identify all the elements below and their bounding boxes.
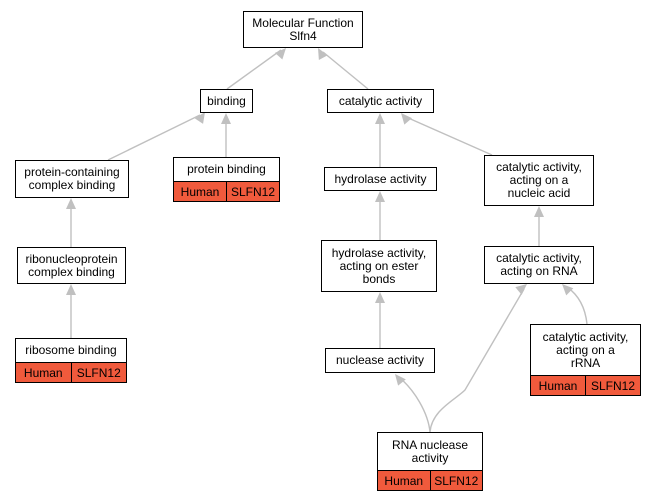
node-rna-nuclease-activity[interactable]: RNA nuclease activity Human SLFN12 bbox=[377, 432, 483, 491]
edge-ribosome-to-ribonucleo bbox=[66, 284, 76, 338]
node-label: hydrolase activity bbox=[334, 171, 427, 186]
node-label: RNA nuclease activity bbox=[391, 437, 469, 465]
node-catalytic-activity-rna[interactable]: catalytic activity, acting on RNA bbox=[484, 246, 594, 284]
edge-ribonucleo-to-protein-complex bbox=[66, 198, 76, 247]
annotation-row: Human SLFN12 bbox=[531, 375, 640, 395]
annotation-row: Human SLFN12 bbox=[378, 470, 482, 490]
arrowhead bbox=[221, 113, 231, 124]
node-label: hydrolase activity, acting on ester bond… bbox=[331, 245, 427, 286]
arrowhead bbox=[66, 284, 76, 295]
arrowhead bbox=[562, 284, 574, 296]
annotation-gene: SLFN12 bbox=[70, 363, 126, 382]
node-label: protein-containing complex binding bbox=[24, 165, 120, 192]
arrowhead bbox=[274, 48, 286, 60]
node-catalytic-activity[interactable]: catalytic activity bbox=[327, 89, 434, 113]
edge-hydrolase-ester-to-hydrolase bbox=[375, 191, 385, 240]
annotation-gene: SLFN12 bbox=[585, 376, 640, 395]
node-label: catalytic activity bbox=[338, 93, 423, 108]
annotation-species: Human bbox=[16, 363, 71, 382]
annotation-row: Human SLFN12 bbox=[174, 181, 279, 201]
node-ribonucleoprotein-complex-binding[interactable]: ribonucleoprotein complex binding bbox=[17, 247, 126, 284]
edge-rna-nuclease-to-cat-rna bbox=[429, 284, 527, 433]
node-label: ribonucleoprotein complex binding bbox=[25, 251, 118, 279]
node-hydrolase-activity[interactable]: hydrolase activity bbox=[324, 167, 437, 191]
edge-nuclease-to-hydrolase-ester bbox=[375, 292, 385, 348]
node-protein-containing-complex-binding[interactable]: protein-containing complex binding bbox=[15, 160, 129, 198]
arrowhead bbox=[515, 284, 527, 295]
node-label: protein binding bbox=[187, 162, 266, 176]
arrowhead bbox=[375, 113, 385, 124]
edge-rrna-to-cat-rna bbox=[562, 284, 588, 325]
node-label: binding bbox=[207, 93, 246, 108]
arrowhead bbox=[401, 113, 412, 125]
node-catalytic-activity-rrna[interactable]: catalytic activity, acting on a rRNA Hum… bbox=[530, 324, 641, 396]
node-molecular-function[interactable]: Molecular Function Slfn4 bbox=[243, 11, 363, 48]
node-label: Molecular Function Slfn4 bbox=[252, 15, 354, 43]
annotation-species: Human bbox=[378, 471, 430, 490]
node-label: nuclease activity bbox=[335, 353, 425, 367]
arrowhead bbox=[534, 206, 544, 217]
node-catalytic-activity-nucleic-acid[interactable]: catalytic activity, acting on a nucleic … bbox=[484, 155, 594, 206]
annotation-species: Human bbox=[531, 376, 585, 395]
node-label: catalytic activity, acting on a nucleic … bbox=[496, 160, 582, 200]
node-ribosome-binding[interactable]: ribosome binding Human SLFN12 bbox=[15, 338, 127, 383]
node-label: ribosome binding bbox=[25, 343, 117, 357]
node-hydrolase-activity-ester-bonds[interactable]: hydrolase activity, acting on ester bond… bbox=[321, 240, 437, 292]
edge-rna-nuclease-to-nuclease bbox=[395, 374, 431, 433]
edge-cat-rna-to-cat-nucleic bbox=[534, 206, 544, 246]
arrowhead bbox=[66, 198, 76, 209]
edge-catalytic-to-root bbox=[318, 48, 369, 90]
node-label: catalytic activity, acting on RNA bbox=[496, 251, 582, 278]
arrowhead bbox=[395, 374, 406, 386]
edge-binding-to-root bbox=[226, 48, 286, 90]
edge-protein-complex-to-binding bbox=[107, 112, 205, 161]
annotation-species: Human bbox=[174, 182, 226, 201]
arrowhead bbox=[375, 292, 385, 303]
edge-cat-nucleic-to-catalytic bbox=[401, 113, 493, 156]
arrowhead bbox=[318, 48, 328, 61]
node-label: catalytic activity, acting on a rRNA bbox=[542, 329, 629, 370]
arrowhead bbox=[194, 112, 205, 124]
annotation-row: Human SLFN12 bbox=[16, 362, 126, 382]
node-binding[interactable]: binding bbox=[200, 89, 253, 113]
edge-protein-binding-to-binding bbox=[221, 113, 231, 157]
annotation-gene: SLFN12 bbox=[226, 182, 279, 201]
annotation-gene: SLFN12 bbox=[429, 471, 482, 490]
edge-hydrolase-to-catalytic bbox=[375, 113, 385, 167]
node-protein-binding[interactable]: protein binding Human SLFN12 bbox=[173, 157, 280, 202]
arrowhead bbox=[375, 191, 385, 202]
node-nuclease-activity[interactable]: nuclease activity bbox=[325, 348, 435, 373]
